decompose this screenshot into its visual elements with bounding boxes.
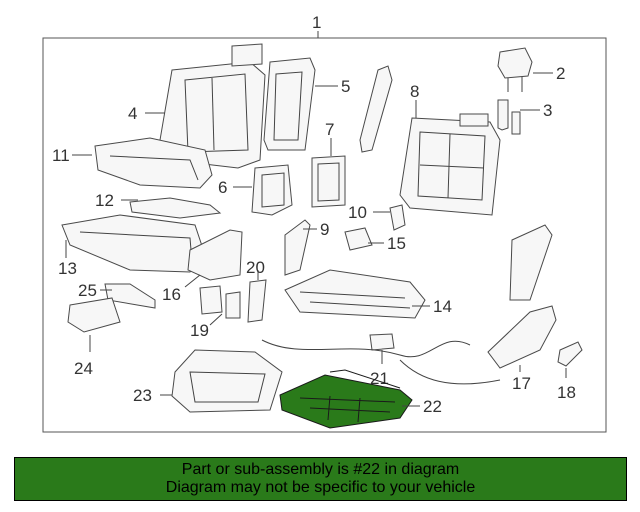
callout-13: 13 bbox=[58, 259, 77, 278]
part-12-pad bbox=[129, 197, 222, 219]
part-13-cushion-frame bbox=[61, 214, 206, 273]
callout-22: 22 bbox=[423, 397, 442, 416]
callout-18: 18 bbox=[557, 383, 576, 402]
part-belt bbox=[359, 65, 393, 153]
callout-17: 17 bbox=[512, 374, 531, 393]
callout-9: 9 bbox=[320, 220, 329, 239]
part-8-back-frame bbox=[399, 113, 501, 216]
callout-4: 4 bbox=[128, 104, 137, 123]
callout-16: 16 bbox=[162, 285, 181, 304]
part-23-tray bbox=[171, 349, 283, 413]
part-7-panel bbox=[311, 155, 346, 208]
callout-12: 12 bbox=[95, 191, 114, 210]
callout-6: 6 bbox=[218, 178, 227, 197]
callout-3: 3 bbox=[543, 101, 552, 120]
part-14-seat-frame bbox=[284, 269, 426, 319]
part-20-strip bbox=[247, 279, 267, 323]
part-24-block bbox=[67, 297, 121, 333]
callout-19: 19 bbox=[190, 321, 209, 340]
part-19-brackets bbox=[199, 285, 241, 319]
part-18-handle bbox=[557, 341, 583, 367]
part-recliner bbox=[509, 224, 553, 301]
callout-10: 10 bbox=[348, 203, 367, 222]
callout-5: 5 bbox=[341, 77, 350, 96]
banner-line-1: Part or sub-assembly is #22 in diagram bbox=[181, 461, 460, 478]
callout-25: 25 bbox=[78, 281, 97, 300]
callout-24: 24 bbox=[74, 359, 93, 378]
part-21-clip bbox=[369, 333, 395, 351]
part-25-trim bbox=[104, 283, 156, 309]
part-17-side-trim bbox=[487, 305, 557, 369]
diagram-frame bbox=[42, 37, 607, 433]
callout-7: 7 bbox=[325, 120, 334, 139]
part-6-pad bbox=[251, 164, 293, 216]
callout-15: 15 bbox=[387, 234, 406, 253]
part-2-headrest bbox=[497, 47, 533, 92]
part-11-cushion-cover bbox=[94, 137, 213, 189]
part-22-highlighted-panel bbox=[279, 369, 413, 429]
callout-11: 11 bbox=[52, 146, 70, 165]
part-9-hinge bbox=[284, 219, 311, 276]
part-3-guides bbox=[497, 99, 521, 135]
banner-line-2: Diagram may not be specific to your vehi… bbox=[165, 479, 476, 496]
part-wire-harness bbox=[261, 339, 471, 358]
callout-20: 20 bbox=[246, 258, 265, 277]
callout-14: 14 bbox=[433, 297, 452, 316]
callout-23: 23 bbox=[133, 386, 152, 405]
part-10-hook bbox=[389, 204, 406, 231]
highlight-banner: Part or sub-assembly is #22 in diagram D… bbox=[14, 457, 627, 501]
callout-1: 1 bbox=[312, 13, 321, 32]
part-15-latch bbox=[344, 227, 373, 251]
part-5-back-frame bbox=[231, 43, 316, 151]
callout-8: 8 bbox=[410, 82, 419, 101]
callout-2: 2 bbox=[556, 64, 565, 83]
part-16-bracket bbox=[187, 229, 243, 281]
